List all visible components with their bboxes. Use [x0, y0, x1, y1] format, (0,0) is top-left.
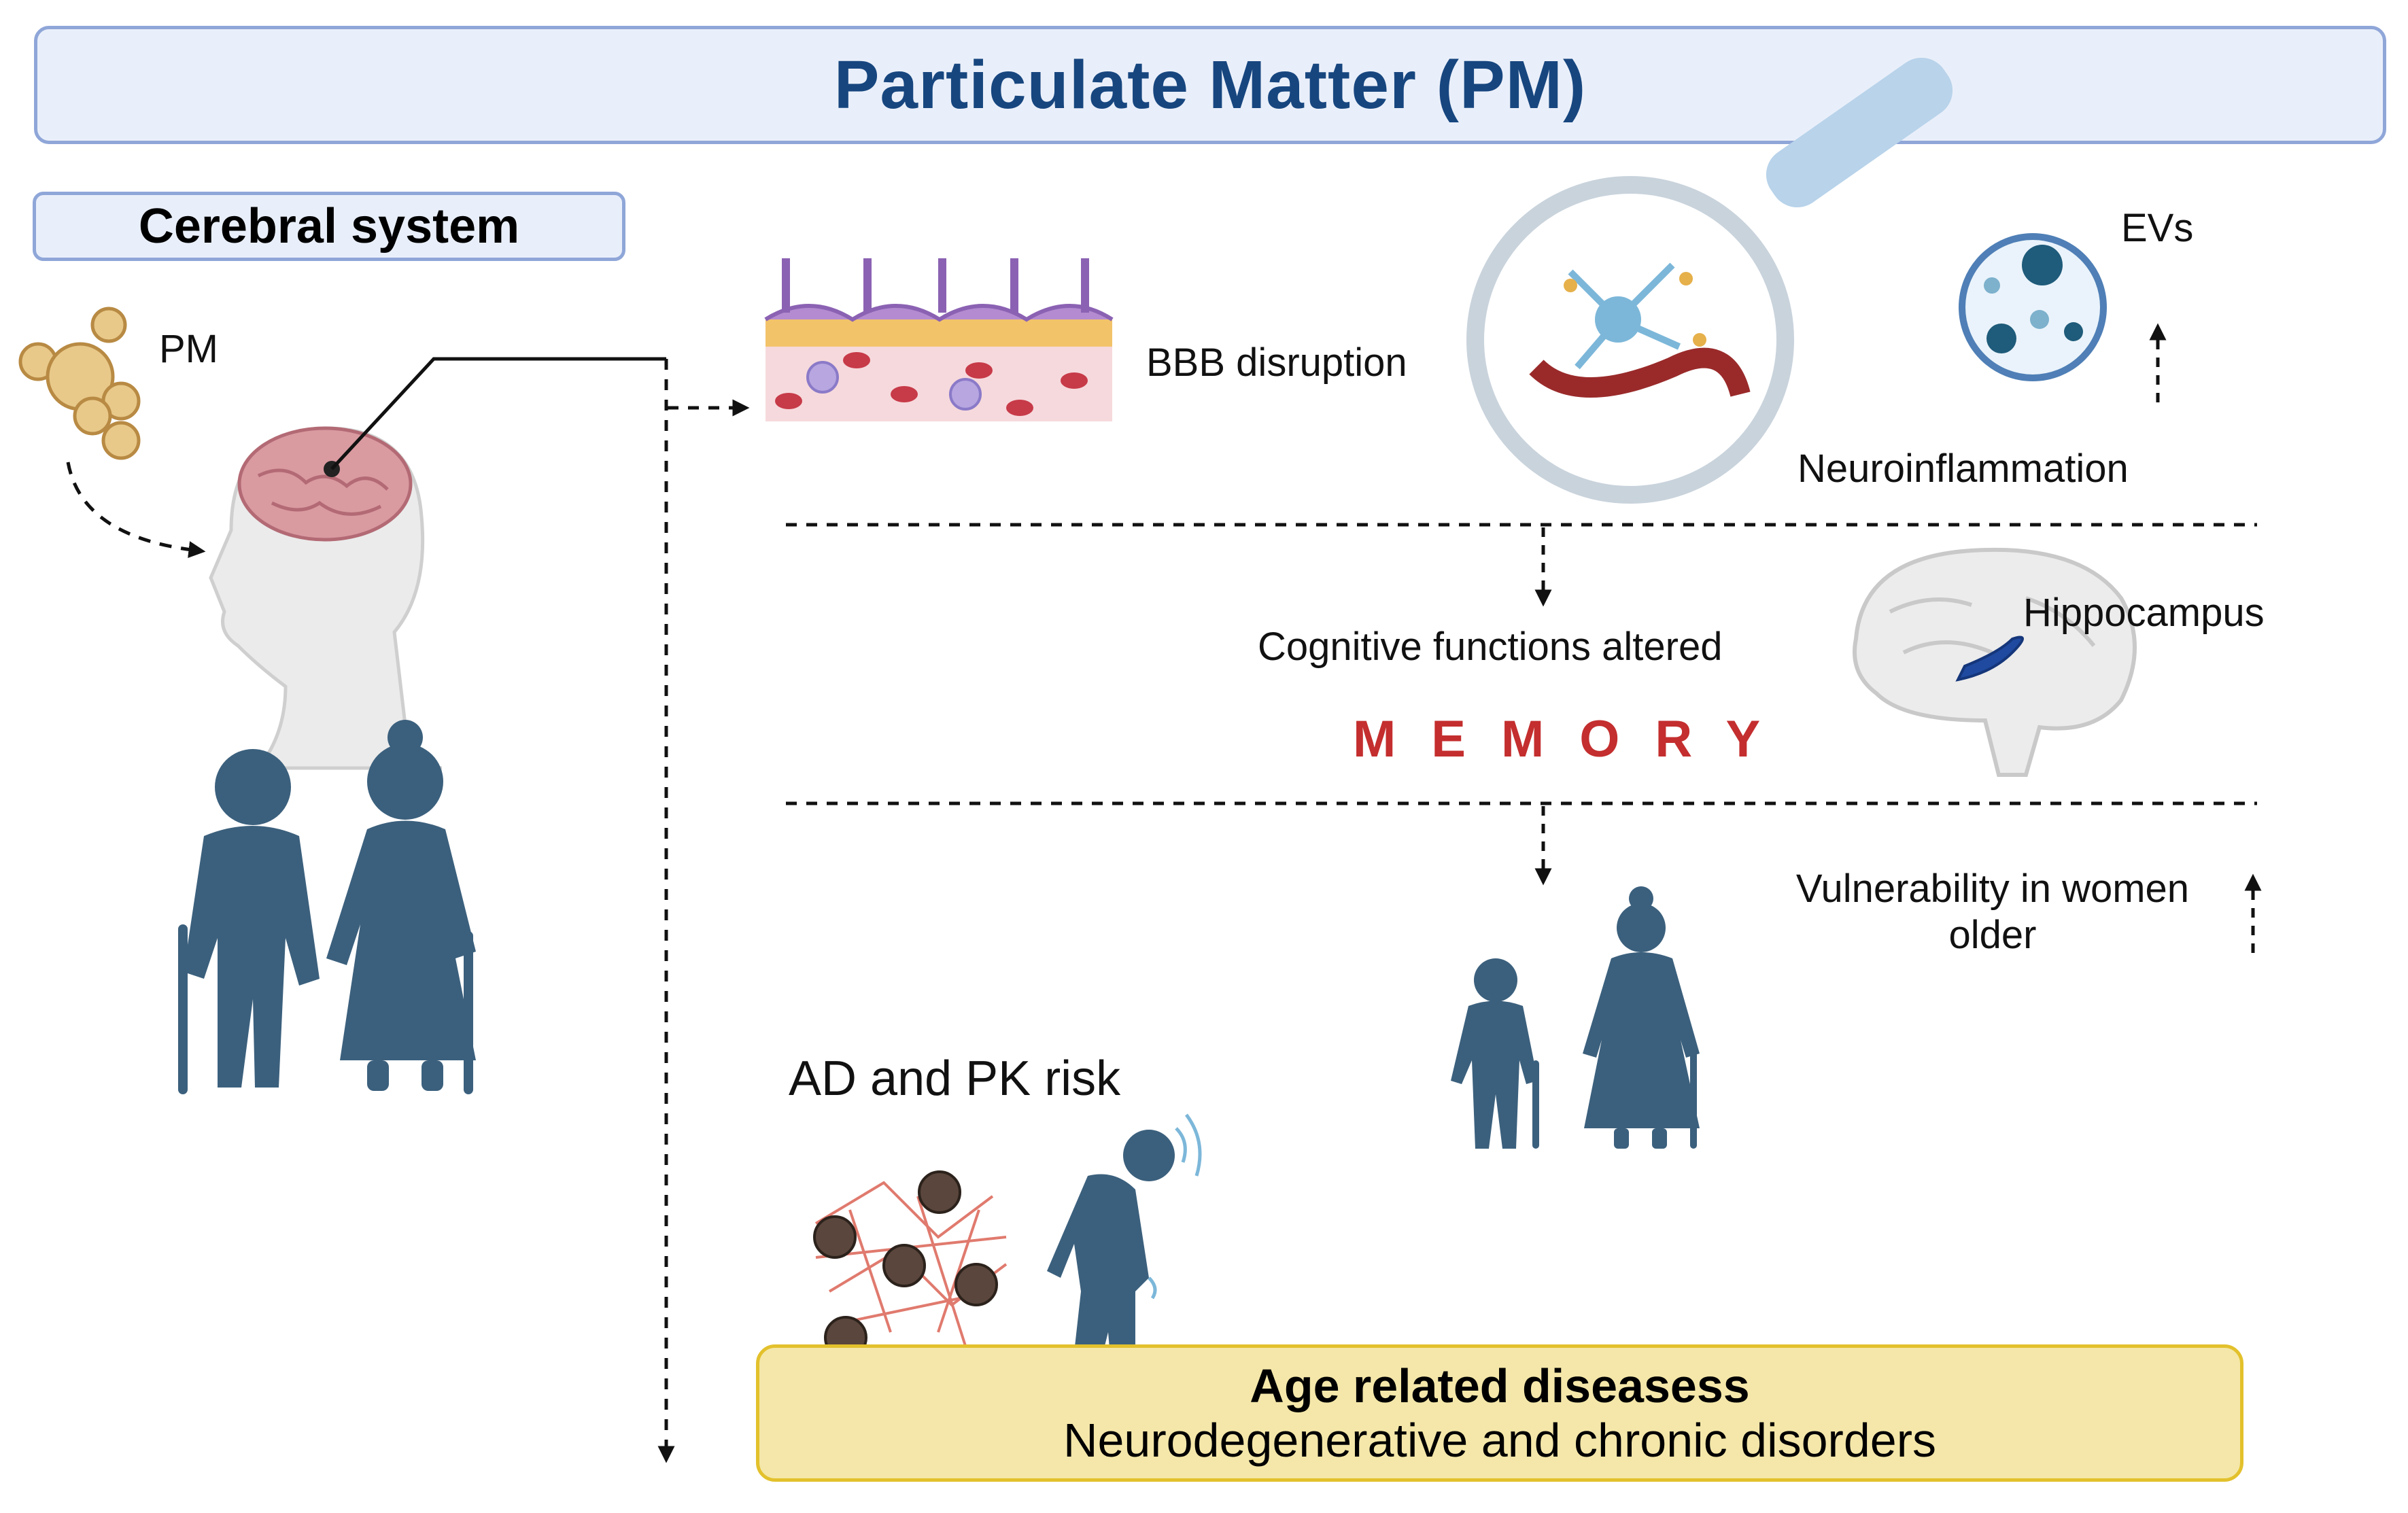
disease-subtitle: Neurodegenerative and chronic disorders: [1063, 1414, 1937, 1467]
ev-vesicle-icon: [1959, 233, 2107, 381]
elderly-women-icon: [1451, 886, 1700, 1149]
pm-label: PM: [159, 327, 218, 371]
hippocampus-label: Hippocampus: [2023, 591, 2265, 635]
brain-connector-line: [330, 357, 666, 470]
memory-label: MEMORY: [1353, 710, 1796, 768]
elderly-couple-icon: [178, 720, 476, 1094]
head-brain-icon: [209, 426, 443, 770]
hippocampus-brain-icon: [1853, 547, 2137, 777]
section-label-box: Cerebral system: [33, 192, 625, 261]
pm-particles-icon: [18, 307, 141, 460]
section-label: Cerebral system: [138, 199, 520, 254]
bbb-label: BBB disruption: [1146, 341, 1407, 385]
cognitive-label: Cognitive functions altered: [1258, 625, 1723, 669]
disease-box: Age related diseasess Neurodegenerative …: [756, 1344, 2243, 1482]
magnifier-neuron-icon: [1466, 57, 1953, 504]
evs-label: EVs: [2121, 206, 2194, 250]
vulnerability-label-line1: Vulnerability in women: [1795, 867, 2190, 911]
page-title: Particulate Matter (PM): [833, 46, 1587, 123]
ad-pk-label: AD and PK risk: [789, 1051, 1121, 1106]
title-banner: Particulate Matter (PM): [34, 26, 2386, 144]
amyloid-plaques-icon: [813, 1170, 1008, 1359]
bbb-vessel-icon: [764, 258, 1114, 421]
pm-to-head-arrow: [66, 462, 206, 558]
vulnerability-label-line2: older: [1948, 913, 2037, 957]
disease-title: Age related diseasess: [1250, 1359, 1750, 1412]
neuroinflammation-label: Neuroinflammation: [1798, 447, 2129, 491]
